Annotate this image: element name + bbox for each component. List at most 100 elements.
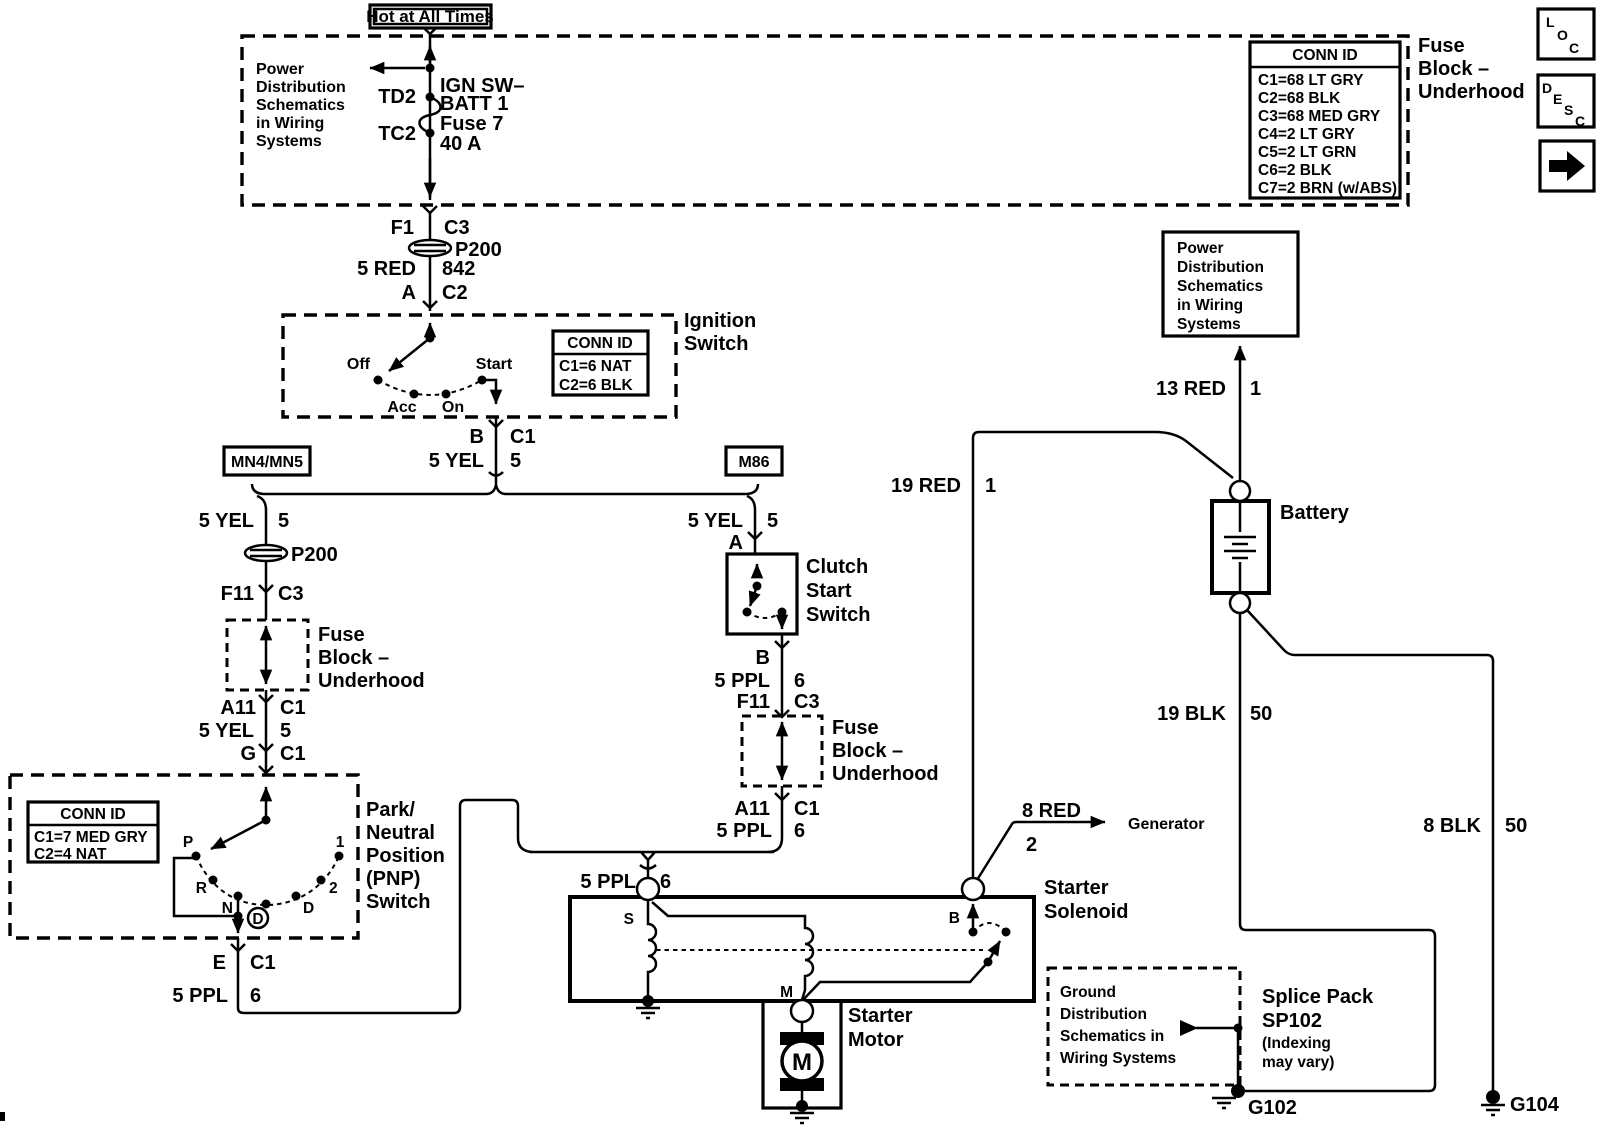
terminal-m: M (780, 984, 793, 1001)
motor-label-line: Motor (848, 1029, 904, 1051)
fuse-name-line: IGN SW– (440, 75, 524, 97)
splice-pack-area: Ground Distribution Schematics in Wiring… (1046, 966, 1560, 1119)
fuse-pin-td2: TD2 (378, 86, 416, 108)
conn-id-row: C5=2 LT GRN (1258, 144, 1356, 161)
power-note-line: in Wiring (1177, 297, 1243, 314)
fuse-name-line: Fuse 7 (440, 113, 503, 135)
power-distribution-box: Power Distribution Schematics in Wiring … (1161, 230, 1300, 338)
circuit-5: 5 (278, 510, 289, 532)
circuit-5-2: 5 (280, 720, 291, 742)
circuit-842: 842 (442, 258, 475, 280)
battery-feed-wires: 19 RED 1 8 RED 2 Generator 13 RED 1 Powe… (891, 230, 1300, 881)
cav-c3: C3 (444, 217, 470, 239)
wire-5ppl: 5 PPL (714, 670, 770, 692)
clutch-label-line: Clutch (806, 556, 868, 578)
conn-id-row: C2=6 BLK (559, 377, 633, 394)
nav-icons: L O C D E S C (1536, 7, 1596, 193)
block-label-line: Fuse (318, 624, 365, 646)
motor-ground-symbol (790, 1111, 814, 1125)
desc-letter: C (1575, 113, 1585, 129)
conn-id-title: CONN ID (567, 335, 632, 352)
conn-id-row: C7=2 BRN (w/ABS) (1258, 180, 1397, 197)
wire-5yel: 5 YEL (429, 450, 484, 472)
pnp-label-line: (PNP) (366, 868, 420, 890)
wire-5yel: 5 YEL (199, 510, 254, 532)
conn-id-row: C4=2 LT GRY (1258, 126, 1356, 143)
clutch-start-switch: Clutch Start Switch (725, 552, 870, 636)
pin-b: B (756, 647, 770, 669)
terminal-b: B (949, 910, 960, 927)
hot-at-all-times-tag: Hot at All Times (366, 3, 494, 30)
circuit-5: 5 (767, 510, 778, 532)
conn-id-row: C6=2 BLK (1258, 162, 1332, 179)
ignition-label-line: Ignition (684, 310, 756, 332)
grommet-p200-left: P200 (243, 543, 338, 566)
clutch-label-line: Start (806, 580, 852, 602)
circuit-6: 6 (794, 670, 805, 692)
conn-id-table-ignition: CONN ID C1=6 NAT C2=6 BLK (551, 329, 650, 397)
power-note-line: Systems (1177, 316, 1241, 333)
circuit-13red: 1 (1250, 378, 1261, 400)
clutch-label-line: Switch (806, 604, 870, 626)
cav-c3: C3 (794, 691, 820, 713)
generator-label: Generator (1128, 816, 1204, 833)
wire-5ppl: 5 PPL (580, 871, 636, 893)
pnp-pos-p: P (183, 834, 193, 851)
harness-tag-right: M86 (724, 445, 784, 477)
pin-g: G (240, 743, 256, 765)
block-label-line: Underhood (1418, 81, 1525, 103)
pnp-pos-2: 2 (329, 880, 338, 897)
fuse-name: IGN SW– BATT 1 Fuse 7 40 A (440, 75, 524, 155)
fuse-block-label: Fuse Block – Underhood (1418, 35, 1525, 103)
split-brace (250, 483, 760, 496)
ign-pos-on: On (442, 399, 464, 416)
circuit-6-3: 6 (794, 820, 805, 842)
pin-f11: F11 (737, 691, 770, 713)
block-label-line: Fuse (1418, 35, 1465, 57)
block-label-line: Underhood (832, 763, 939, 785)
tag-mn4-mn5: MN4/MN5 (231, 454, 303, 471)
wire-19blk: 19 BLK (1157, 703, 1226, 725)
ground-note-line: Ground (1060, 984, 1116, 1001)
splice-line: Splice Pack (1262, 986, 1374, 1008)
fuse-pin-tc2: TC2 (378, 123, 416, 145)
power-note-line: Schematics (1177, 278, 1263, 295)
pin-a: A (402, 282, 416, 304)
note-line: Systems (256, 133, 322, 150)
fuse-block-box-left (225, 618, 310, 692)
ign-pos-off: Off (347, 356, 371, 373)
circuit-8red: 2 (1026, 834, 1037, 856)
loc-letter: L (1546, 14, 1555, 30)
ignition-output: B C1 5 YEL 5 MN4/MN5 M86 (222, 417, 784, 496)
loc-icon: L O C (1536, 7, 1596, 61)
conn-id-table-pnp: CONN ID C1=7 MED GRY C2=4 NAT (26, 800, 160, 864)
circuit-5: 5 (510, 450, 521, 472)
ign-pos-acc: Acc (387, 399, 416, 416)
ground-note-line: Distribution (1060, 1006, 1147, 1023)
desc-letter: E (1553, 91, 1562, 107)
ign-pos-start: Start (476, 356, 513, 373)
note-line: Power (256, 61, 304, 78)
solenoid-feed-junction: 5 PPL 6 (530, 850, 774, 893)
splice-line: SP102 (1262, 1010, 1322, 1032)
note-line: Distribution (256, 79, 346, 96)
block-label-line: Fuse (832, 717, 879, 739)
note-line: in Wiring (256, 115, 324, 132)
starter-motor: M Starter Motor (761, 998, 913, 1125)
fuse-name-line: BATT 1 (440, 93, 509, 115)
wire-5ppl-3: 5 PPL (716, 820, 772, 842)
conn-id-title: CONN ID (60, 806, 125, 823)
pnp-pos-d: D (303, 900, 314, 917)
pnp-pos-r: R (196, 880, 207, 897)
pnp-output-wire: E C1 5 PPL 6 (172, 798, 533, 1015)
pnp-label-line: Switch (366, 891, 430, 913)
right-branch: 5 YEL 5 A Clutch Start Switch B 5 PPL 6 … (688, 494, 939, 854)
motor-label-line: Starter (848, 1005, 913, 1027)
cav-c3: C3 (278, 583, 304, 605)
left-branch: 5 YEL 5 P200 F11 C3 Fuse Block – Underho… (199, 494, 425, 775)
fuse-name-line: 40 A (440, 133, 482, 155)
cav-c1-g: C1 (280, 743, 306, 765)
wire-8blk: 8 BLK (1423, 815, 1481, 837)
desc-letter: D (1542, 80, 1552, 96)
block-label-line: Underhood (318, 670, 425, 692)
